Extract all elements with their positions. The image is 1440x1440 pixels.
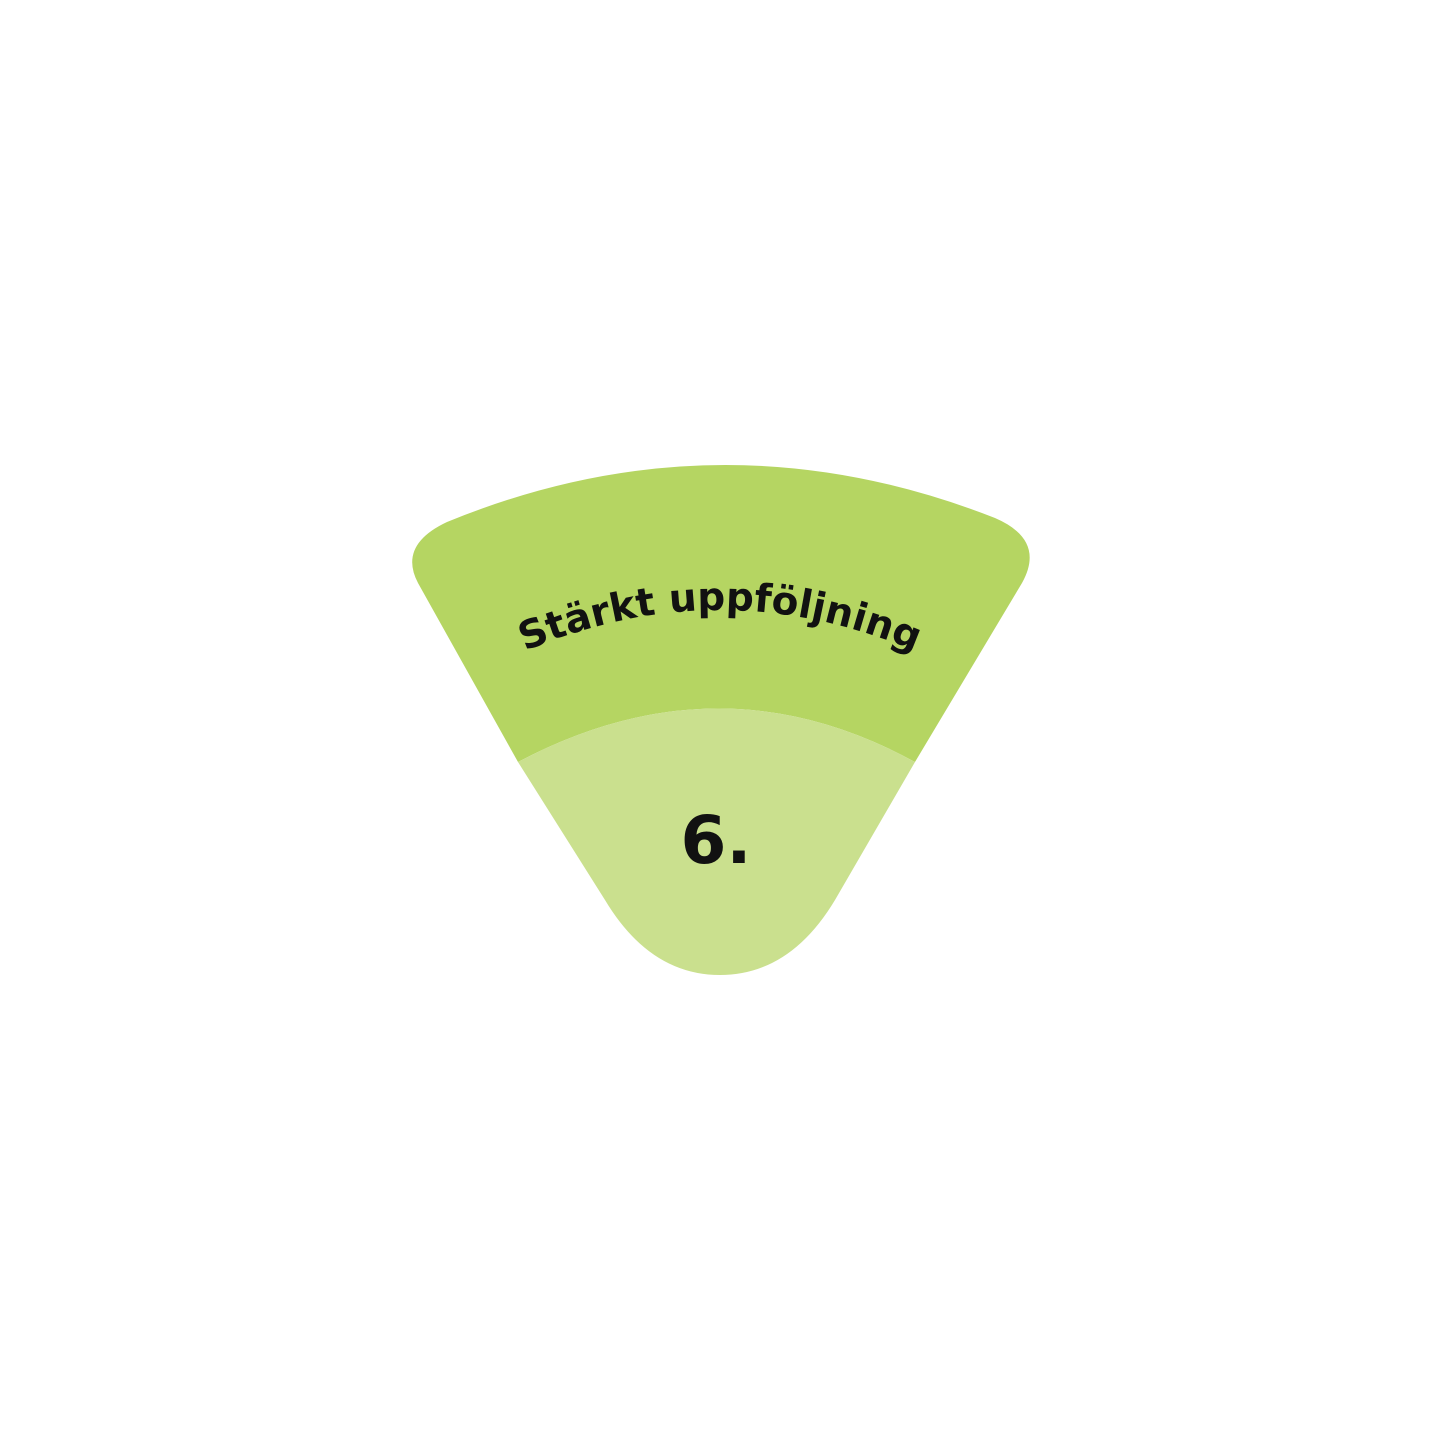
segment-number: 6.	[681, 802, 752, 879]
segment-inner-band	[518, 708, 915, 975]
segment-outer-band	[412, 464, 1030, 762]
